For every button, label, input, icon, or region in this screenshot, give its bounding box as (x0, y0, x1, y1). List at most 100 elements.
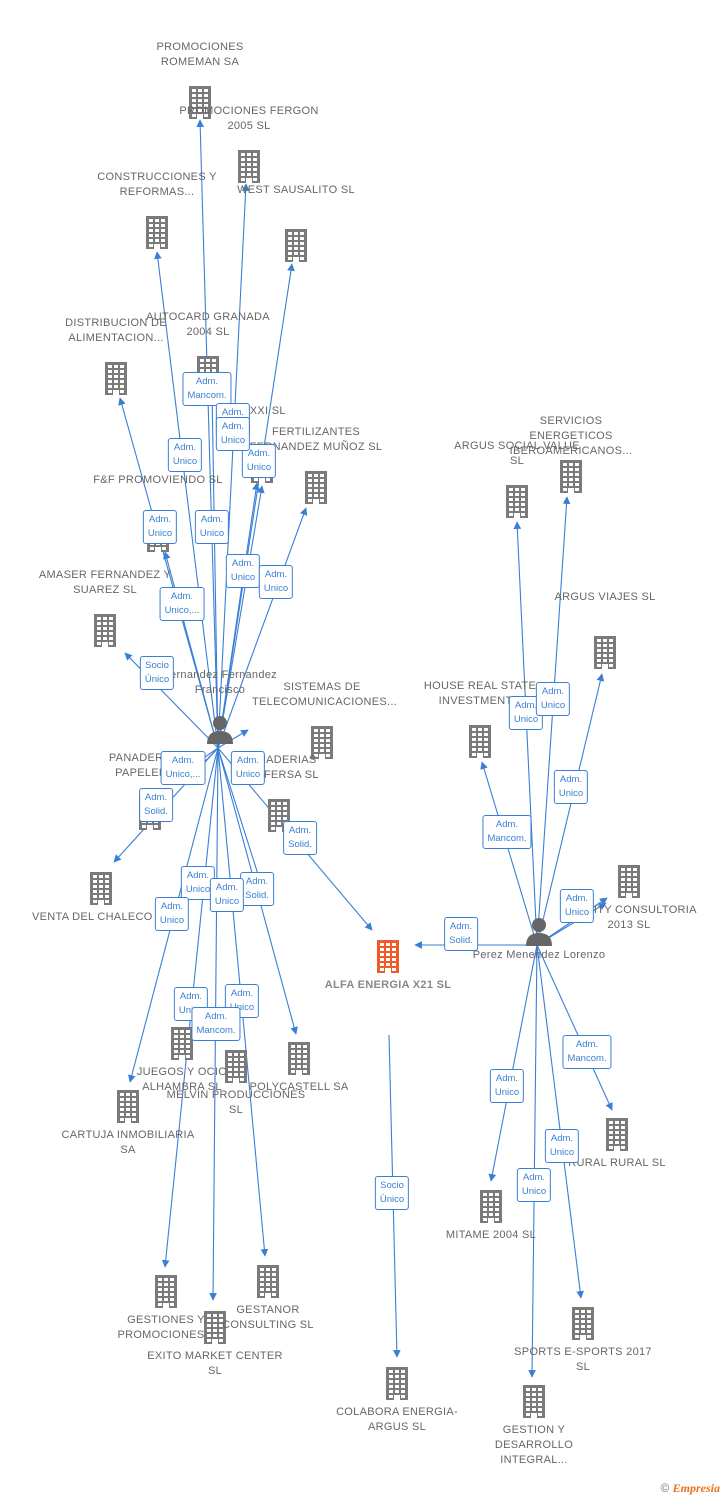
empresia-logo[interactable]: Empresia (672, 1481, 720, 1495)
company-label: AUTOCARD GRANADA 2004 SL (146, 311, 270, 338)
edge-role-label[interactable]: Socio Único (374, 1176, 410, 1210)
company-label: N XXI SL (238, 405, 286, 417)
company-label: SISTEMAS DE TELECOMUNICACIONES... (252, 681, 398, 708)
edge-role-label[interactable]: Adm. Unico (544, 1129, 580, 1163)
building-icon (302, 470, 330, 504)
edge-line (480, 761, 538, 946)
building-icon (557, 459, 585, 493)
edge-role-label[interactable]: Adm. Unico (180, 866, 216, 900)
building-icon (254, 1264, 282, 1298)
company-label: FERTILIZANTES FERNANDEZ MUÑOZ SL (249, 426, 383, 453)
building-icon (152, 1274, 180, 1308)
building-icon (503, 484, 531, 518)
edge-role-label[interactable]: Adm. Unico (225, 554, 261, 588)
edge-line (208, 389, 219, 749)
building-icon (186, 85, 214, 119)
building-icon (615, 864, 643, 898)
edge-role-label[interactable]: Adm. Mancom. (191, 1007, 241, 1041)
building-icon (114, 1089, 142, 1123)
building-icon (308, 725, 336, 759)
edge-role-label[interactable]: Adm. Unico (154, 897, 190, 931)
building-icon (235, 149, 263, 183)
person-label: Fernandez Fernandez Francisco (163, 669, 277, 696)
company-label: VENTA DEL CHALECO SL (31, 911, 171, 923)
edge-role-label[interactable]: Adm. Unico (241, 444, 277, 478)
company-label: SPORTS E-SPORTS 2017 SL (514, 1346, 652, 1373)
building-icon (102, 361, 130, 395)
edge-role-label[interactable]: Adm. Unico,... (159, 587, 205, 621)
edge-role-label[interactable]: Adm. Solid. (240, 872, 274, 906)
edge-role-label[interactable]: Adm. Unico (516, 1168, 552, 1202)
copyright-icon: © (660, 1481, 670, 1495)
footer: © Empresia (660, 1481, 720, 1496)
edge-role-label[interactable]: Adm. Unico (559, 889, 595, 923)
company-label: EXITO MARKET CENTER SL (147, 1350, 283, 1377)
company-label: AMASER FERNANDEZ Y SUAREZ SL (38, 569, 172, 596)
company-label: CARTUJA INMOBILIARIA SA (61, 1129, 195, 1156)
building-icon (282, 228, 310, 262)
company-label: PROMOCIONES ROMEMAN SA (156, 41, 244, 68)
edge-role-label[interactable]: Socio Único (139, 656, 175, 690)
company-label: WEST SAUSALITO SL (237, 184, 355, 196)
edge-line (217, 507, 308, 749)
building-icon (477, 1189, 505, 1223)
edge-line (217, 729, 249, 749)
building-icon (285, 1041, 313, 1075)
company-label: F&F PROMOVIENDO SL (93, 474, 223, 486)
company-label: MELVIN PRODUCCIONES SL (166, 1089, 306, 1116)
building-icon (168, 1026, 196, 1060)
building-icon (201, 1310, 229, 1344)
building-icon (143, 215, 171, 249)
building-icon (591, 635, 619, 669)
edge-role-label[interactable]: Adm. Unico,... (160, 751, 206, 785)
building-icon (87, 871, 115, 905)
edge-role-label[interactable]: Adm. Mancom. (182, 372, 232, 406)
company-label: MITAME 2004 SL (445, 1229, 537, 1241)
edge-line (536, 944, 613, 1111)
company-label: ARGUS VIAJES SL (554, 591, 656, 603)
edge-line (154, 251, 219, 749)
company-label: ARGUS SOCIAL VALUE SL (454, 440, 580, 467)
edge-line (488, 944, 538, 1182)
edge-role-label[interactable]: Adm. Unico (209, 878, 245, 912)
edge-role-label[interactable]: Adm. Unico (258, 565, 294, 599)
edge-role-label[interactable]: Adm. Unico (167, 438, 203, 472)
edge-line (536, 673, 605, 946)
edge-role-label[interactable]: Adm. Solid. (444, 917, 478, 951)
edge-line (217, 482, 260, 749)
edge-role-label[interactable]: Adm. Mancom. (482, 815, 532, 849)
edge-role-label[interactable]: Adm. Unico (535, 682, 571, 716)
person-icon (205, 714, 235, 744)
edge-line (196, 119, 219, 749)
edge-role-label[interactable]: Adm. Solid. (139, 788, 173, 822)
company-label: CONSTRUCCIONES Y REFORMAS... (97, 171, 217, 198)
company-label: RURAL RURAL SL (568, 1157, 666, 1169)
company-label: POLYCASTELL SA (249, 1081, 349, 1093)
company-label: FIDELITY CONSULTORIA 2013 SL (561, 904, 697, 931)
edge-role-label[interactable]: Adm. Unico (142, 510, 178, 544)
edge-line (217, 183, 250, 749)
edge-role-label[interactable]: Adm. Unico (489, 1069, 525, 1103)
building-icon (374, 939, 402, 973)
building-icon (222, 1049, 250, 1083)
edge-role-label[interactable]: Adm. Mancom. (562, 1035, 612, 1069)
edge-role-label[interactable]: Adm. Unico (230, 751, 266, 785)
edge-role-label[interactable]: Adm. Unico (553, 770, 589, 804)
building-icon (91, 613, 119, 647)
company-label: COLABORA ENERGIA-ARGUS SL (336, 1406, 458, 1433)
edge-line (536, 944, 584, 1299)
building-icon (603, 1117, 631, 1151)
edge-line (528, 944, 538, 1378)
company-label: JUEGOS Y OCIO ALHAMBRA SL (136, 1066, 228, 1093)
edge-line (513, 521, 538, 946)
company-label: SERVICIOS ENERGETICOS IBEROAMERICANOS... (509, 415, 633, 457)
edge-line (163, 551, 219, 749)
edge-role-label[interactable]: Adm. Unico (194, 510, 230, 544)
edge-role-label[interactable]: Adm. Solid. (283, 821, 317, 855)
edge-role-label[interactable]: Adm. Unico (215, 417, 251, 451)
building-icon (383, 1366, 411, 1400)
company-label: PROMOCIONES FERGON 2005 SL (179, 105, 319, 132)
company-label: GESTION Y DESARROLLO INTEGRAL... (494, 1424, 574, 1466)
building-icon (569, 1306, 597, 1340)
